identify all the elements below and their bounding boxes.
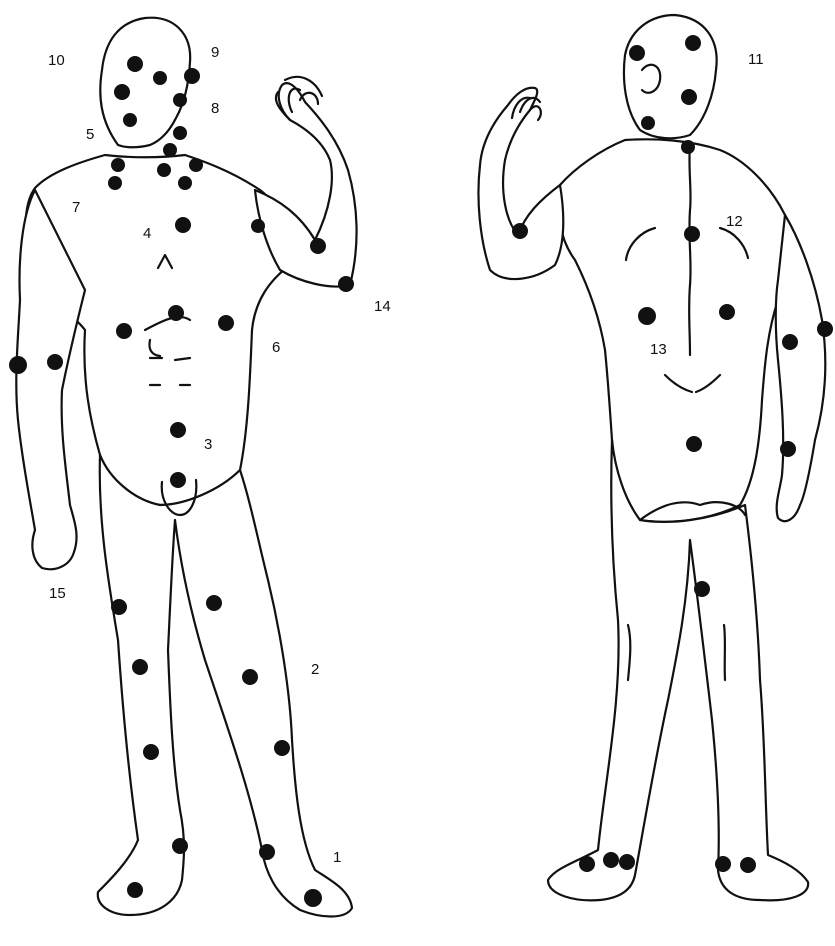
point <box>157 163 171 177</box>
point <box>274 740 290 756</box>
label-11: 11 <box>748 51 764 68</box>
point <box>259 844 275 860</box>
label-8: 8 <box>211 100 219 117</box>
point <box>172 838 188 854</box>
point <box>684 226 700 242</box>
point <box>681 89 697 105</box>
point <box>685 35 701 51</box>
label-2: 2 <box>311 661 319 678</box>
point <box>111 158 125 172</box>
point <box>170 472 186 488</box>
point <box>512 223 528 239</box>
point <box>47 354 63 370</box>
point <box>173 126 187 140</box>
point <box>143 744 159 760</box>
label-9: 9 <box>211 44 219 61</box>
point <box>782 334 798 350</box>
point <box>123 113 137 127</box>
label-3: 3 <box>204 436 212 453</box>
label-6: 6 <box>272 339 280 356</box>
label-10: 10 <box>48 52 65 69</box>
point <box>184 68 200 84</box>
point <box>310 238 326 254</box>
back-hanging-arm <box>776 215 826 521</box>
label-7: 7 <box>72 199 80 216</box>
point <box>719 304 735 320</box>
point <box>579 856 595 872</box>
label-5: 5 <box>86 126 94 143</box>
point <box>170 422 186 438</box>
front-legs <box>98 455 352 917</box>
point <box>817 321 833 337</box>
point <box>780 441 796 457</box>
point <box>641 116 655 130</box>
point <box>686 436 702 452</box>
label-4: 4 <box>143 225 151 242</box>
label-13: 13 <box>650 341 667 358</box>
point <box>111 599 127 615</box>
point <box>108 176 122 190</box>
point <box>715 856 731 872</box>
point <box>242 669 258 685</box>
back-raised-arm <box>478 88 563 279</box>
label-1: 1 <box>333 849 341 866</box>
point <box>168 305 184 321</box>
point <box>178 176 192 190</box>
label-12: 12 <box>726 213 743 230</box>
point <box>251 219 265 233</box>
point <box>132 659 148 675</box>
point <box>218 315 234 331</box>
point <box>304 889 322 907</box>
point <box>153 71 167 85</box>
point <box>629 45 645 61</box>
point <box>175 217 191 233</box>
point <box>694 581 710 597</box>
back-head <box>624 15 717 138</box>
label-14: 14 <box>374 298 391 315</box>
point <box>114 84 130 100</box>
point <box>619 854 635 870</box>
point <box>127 882 143 898</box>
point <box>338 276 354 292</box>
point <box>603 852 619 868</box>
point <box>206 595 222 611</box>
point <box>163 143 177 157</box>
point <box>189 158 203 172</box>
point <box>9 356 27 374</box>
point <box>681 140 695 154</box>
point <box>116 323 132 339</box>
point <box>638 307 656 325</box>
back-torso <box>558 139 787 522</box>
point <box>740 857 756 873</box>
point <box>127 56 143 72</box>
label-15: 15 <box>49 585 66 602</box>
back-figure <box>478 15 833 900</box>
point <box>173 93 187 107</box>
front-figure <box>9 18 357 917</box>
